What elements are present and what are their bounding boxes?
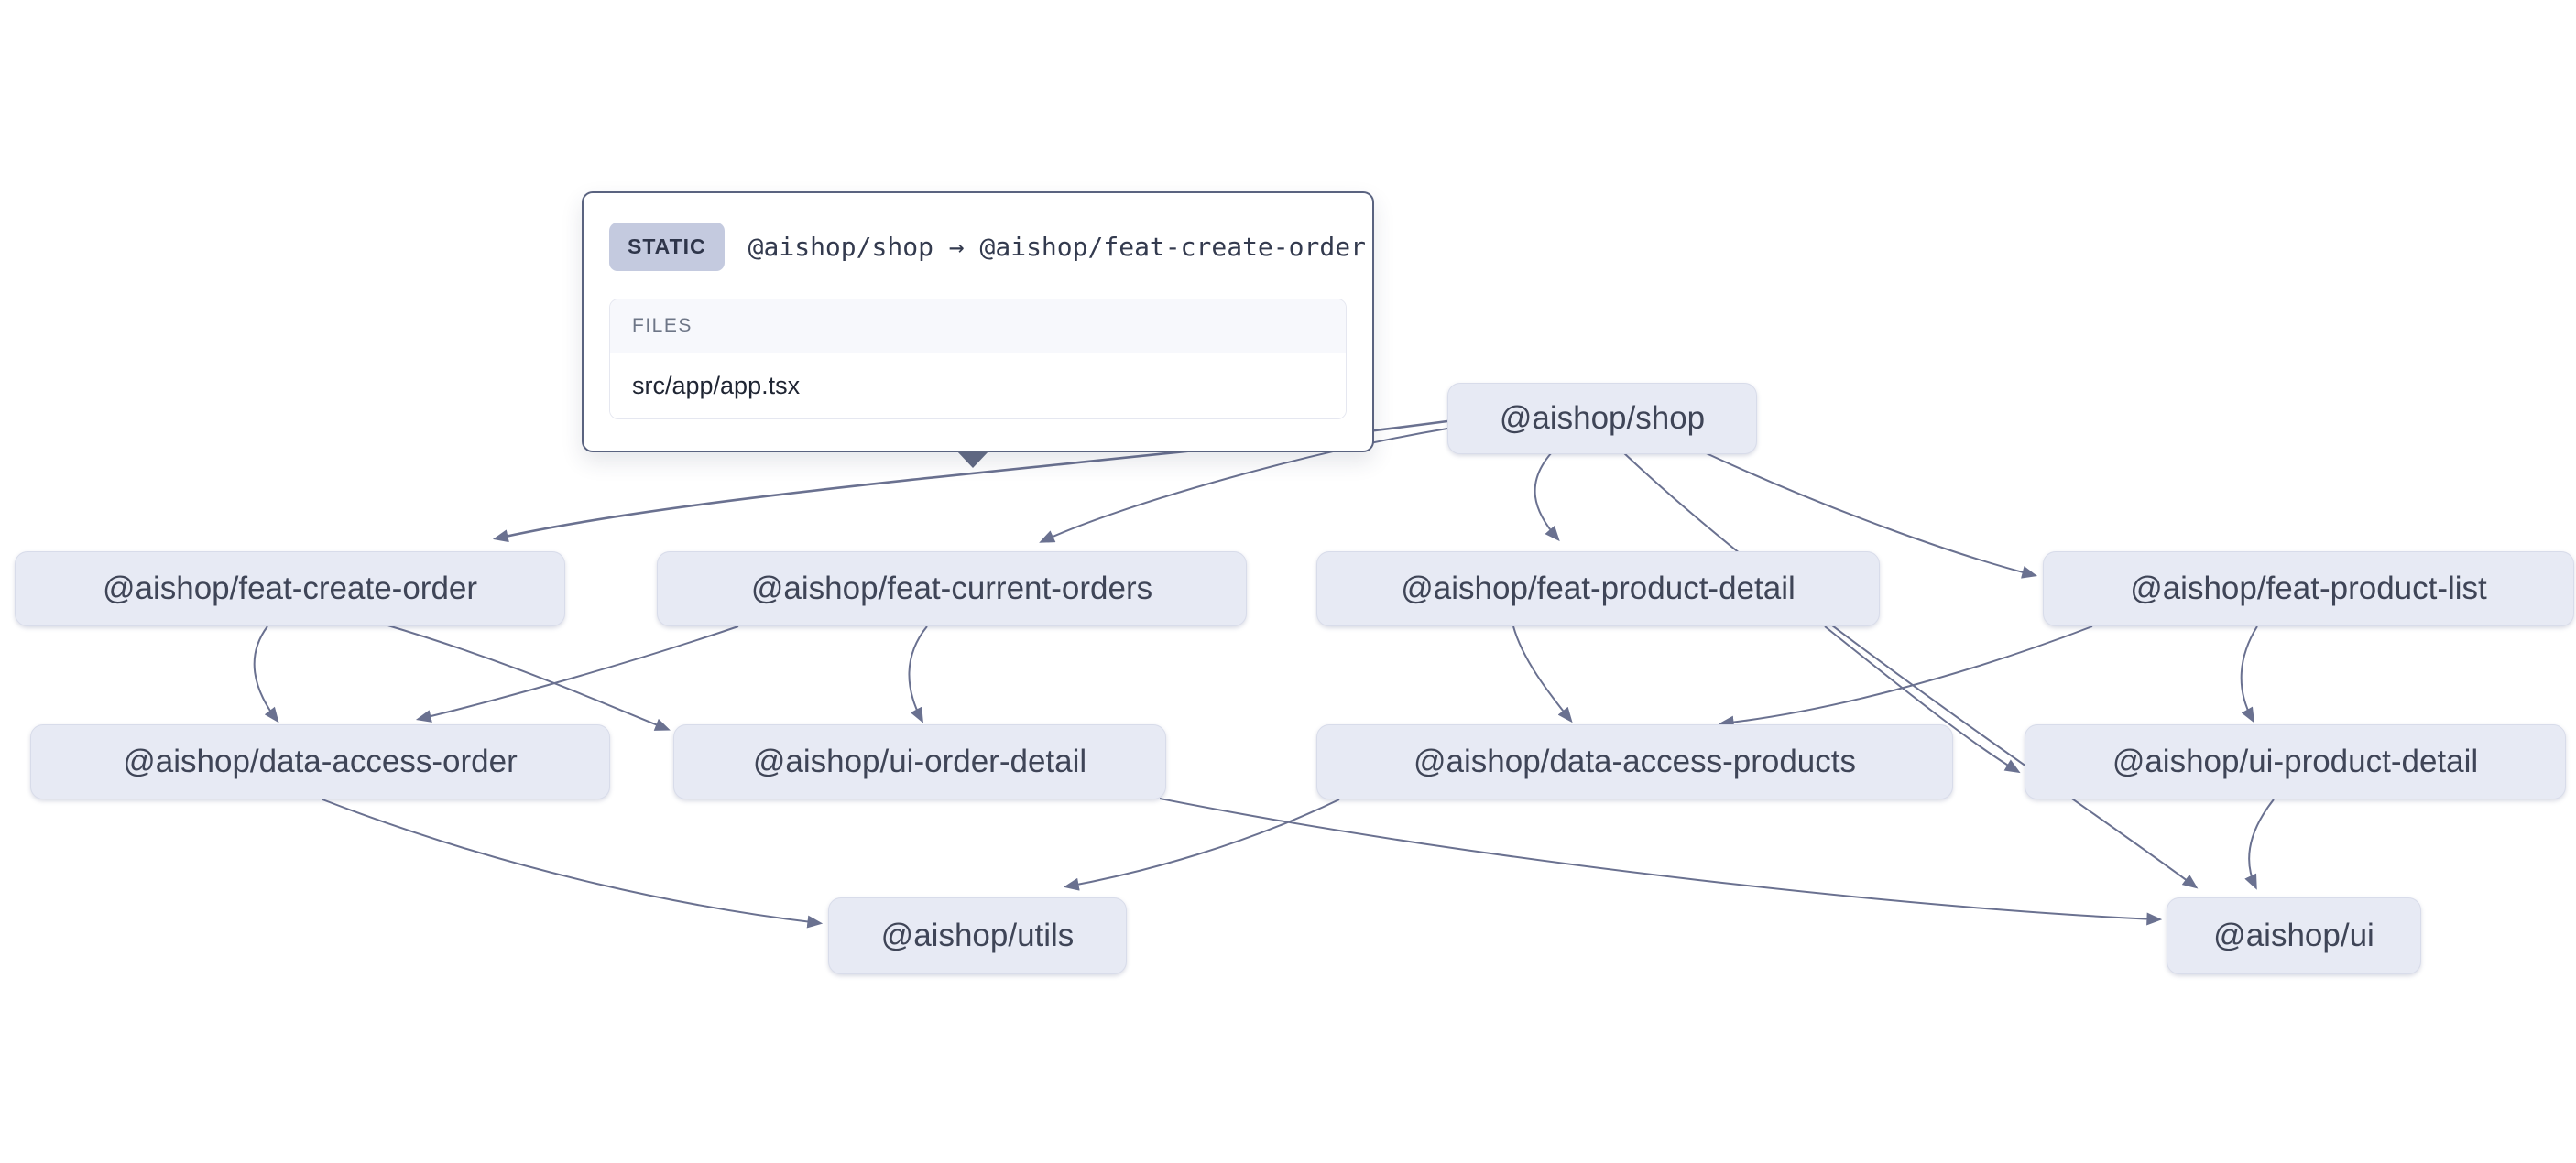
edge-feat-product-detail-to-ui-product-detail[interactable] — [1824, 625, 2021, 774]
edge-feat-current-orders-to-data-access-order[interactable] — [415, 625, 739, 723]
files-heading: FILES — [610, 299, 1346, 353]
edge-data-access-order-to-utils[interactable] — [322, 799, 824, 929]
files-panel: FILES src/app/app.tsx — [609, 299, 1347, 419]
edge-feat-product-list-to-ui-product-detail[interactable] — [2240, 625, 2258, 723]
edge-feat-current-orders-to-ui-order-detail[interactable] — [908, 625, 928, 723]
file-path: src/app/app.tsx — [610, 353, 1346, 418]
graph-node-feat-current-orders[interactable]: @aishop/feat-current-orders — [657, 551, 1247, 626]
graph-node-data-access-order[interactable]: @aishop/data-access-order — [30, 724, 610, 799]
tooltip-caret-icon — [956, 451, 989, 468]
graph-node-utils[interactable]: @aishop/utils — [828, 897, 1127, 974]
edge-shop-to-feat-product-detail[interactable] — [1534, 451, 1560, 542]
graph-node-feat-product-detail[interactable]: @aishop/feat-product-detail — [1316, 551, 1880, 626]
edge-type-badge: STATIC — [609, 223, 725, 271]
edge-data-access-products-to-utils[interactable] — [1063, 799, 1340, 891]
graph-node-data-access-products[interactable]: @aishop/data-access-products — [1316, 724, 1953, 799]
graph-node-feat-product-list[interactable]: @aishop/feat-product-list — [2043, 551, 2574, 626]
edge-tooltip-header: STATIC @aishop/shop → @aishop/feat-creat… — [609, 223, 1366, 271]
graph-node-ui-order-detail[interactable]: @aishop/ui-order-detail — [673, 724, 1166, 799]
graph-node-ui[interactable]: @aishop/ui — [2167, 897, 2421, 974]
edge-feat-create-order-to-data-access-order[interactable] — [253, 625, 279, 723]
edge-feat-create-order-to-ui-order-detail[interactable] — [384, 624, 671, 731]
edge-shop-to-feat-product-list[interactable] — [1699, 450, 2038, 579]
graph-node-feat-create-order[interactable]: @aishop/feat-create-order — [15, 551, 565, 626]
edge-tooltip: STATIC @aishop/shop → @aishop/feat-creat… — [582, 191, 1374, 468]
edge-ui-order-detail-to-ui[interactable] — [1159, 798, 2163, 926]
edge-shop-to-ui[interactable] — [1622, 451, 2199, 889]
edge-shop-to-feat-current-orders[interactable] — [1039, 428, 1448, 543]
graph-node-shop[interactable]: @aishop/shop — [1447, 383, 1757, 454]
graph-node-ui-product-detail[interactable]: @aishop/ui-product-detail — [2025, 724, 2566, 799]
edge-route-text: @aishop/shop → @aishop/feat-create-order — [748, 232, 1366, 262]
edge-feat-product-detail-to-data-access-products[interactable] — [1512, 625, 1573, 723]
edge-feat-product-list-to-data-access-products[interactable] — [1718, 625, 2093, 729]
edge-ui-product-detail-to-ui[interactable] — [2244, 799, 2275, 890]
